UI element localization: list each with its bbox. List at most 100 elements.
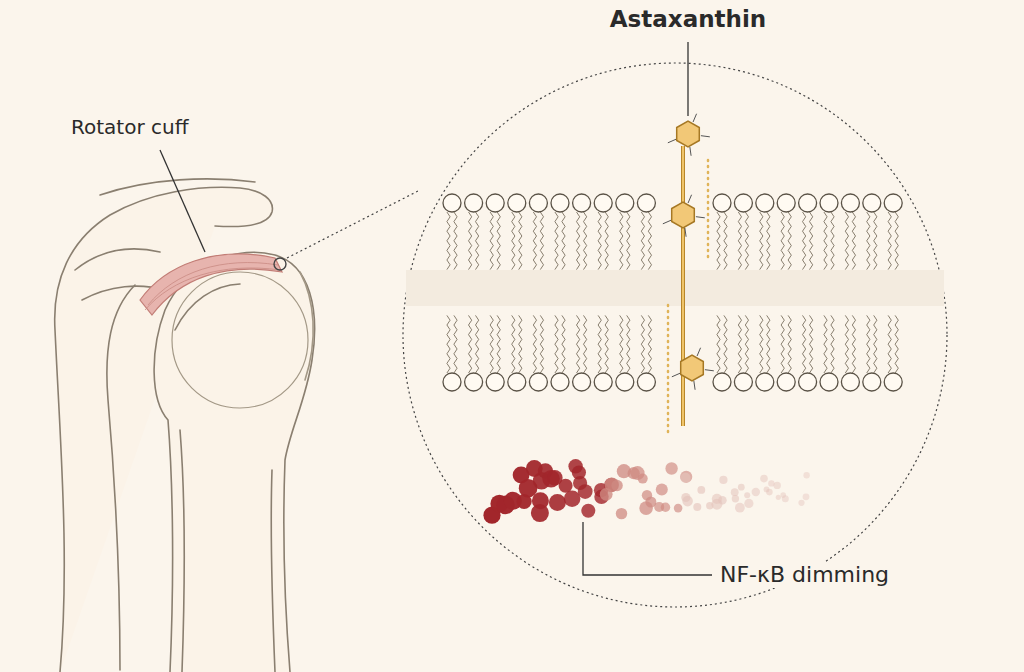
nfkb-dot <box>680 473 690 483</box>
lipid-tail <box>620 315 623 373</box>
nfkb-dot <box>782 495 789 502</box>
pathway-label: NF-κB dimming <box>717 562 892 588</box>
lipid-head <box>573 194 591 212</box>
lipid-head <box>443 194 461 212</box>
lipid-head <box>841 373 859 391</box>
lipid-tail <box>519 212 522 270</box>
lipid-tail <box>627 315 630 373</box>
lipid-tail <box>845 212 848 270</box>
lipid-tail <box>760 212 763 270</box>
lipid-tail <box>717 315 720 373</box>
lipid-tail <box>598 212 601 270</box>
ionone-ring <box>672 202 695 228</box>
nfkb-dot <box>752 488 760 496</box>
lipid-tail <box>577 212 580 270</box>
nfkb-dot <box>768 480 774 486</box>
lipid-head <box>863 373 881 391</box>
lipid-head <box>734 373 752 391</box>
lipid-tail <box>540 315 543 373</box>
lipid-tail <box>810 212 813 270</box>
nfkb-dot <box>776 495 781 500</box>
lipid-tail <box>824 212 827 270</box>
nfkb-dot <box>712 494 722 504</box>
lipid-head <box>884 194 902 212</box>
lipid-tail <box>867 212 870 270</box>
lipid-tail <box>724 315 727 373</box>
lipid-head <box>443 373 461 391</box>
lipid-tail <box>605 212 608 270</box>
lipid-tail <box>598 315 601 373</box>
nfkb-dot <box>564 490 581 507</box>
lipid-tail <box>555 315 558 373</box>
lipid-tail <box>577 315 580 373</box>
lipid-head <box>884 373 902 391</box>
methyl-stub <box>663 220 671 224</box>
astaxanthin-molecule <box>663 114 714 432</box>
membrane-core <box>406 270 944 306</box>
lipid-head <box>799 194 817 212</box>
lipid-tail <box>469 212 472 270</box>
nfkb-dot <box>798 500 804 506</box>
methyl-stub <box>690 147 691 156</box>
lipid-head <box>551 373 569 391</box>
lipid-tail <box>648 315 651 373</box>
lipid-bilayer <box>443 194 902 391</box>
methyl-stub <box>697 348 701 356</box>
lipid-tail <box>519 315 522 373</box>
lipid-tail <box>533 315 536 373</box>
lipid-tail <box>874 212 877 270</box>
lipid-tail <box>620 212 623 270</box>
lipid-tail <box>760 315 763 373</box>
methyl-stub <box>688 195 692 203</box>
lipid-tail <box>476 212 479 270</box>
nfkb-dot <box>735 503 745 513</box>
nfkb-dot <box>665 462 677 474</box>
ionone-ring <box>681 355 704 381</box>
nfkb-dot <box>738 484 745 491</box>
lipid-tail <box>454 212 457 270</box>
lipid-tail <box>824 315 827 373</box>
nfkb-dot <box>731 488 739 496</box>
lipid-tail <box>476 315 479 373</box>
nfkb-dot <box>744 492 750 498</box>
lipid-head <box>863 194 881 212</box>
lipid-head <box>637 194 655 212</box>
lipid-tail <box>454 315 457 373</box>
lipid-head <box>734 194 752 212</box>
lipid-tail <box>447 315 450 373</box>
polyene-chain <box>682 146 684 426</box>
nfkb-dot <box>531 504 549 522</box>
lipid-tail <box>767 212 770 270</box>
lipid-head <box>616 194 634 212</box>
nfkb-dot <box>578 484 593 499</box>
lipid-tail <box>888 315 891 373</box>
nfkb-dot <box>719 476 727 484</box>
zoom-circle <box>403 63 947 607</box>
nfkb-dot <box>803 472 809 478</box>
methyl-stub <box>672 373 680 377</box>
dotted-trace <box>707 160 710 262</box>
lipid-tail <box>788 212 791 270</box>
lipid-tail <box>562 212 565 270</box>
lipid-tail <box>831 212 834 270</box>
lipid-tail <box>469 315 472 373</box>
lipid-head <box>486 373 504 391</box>
lipid-tail <box>781 315 784 373</box>
lipid-head <box>465 194 483 212</box>
nfkb-dot <box>766 489 773 496</box>
lipid-tail <box>562 315 565 373</box>
nfkb-dot <box>680 471 692 483</box>
lipid-tail <box>745 315 748 373</box>
nfkb-dot <box>803 493 810 500</box>
lipid-tail <box>627 212 630 270</box>
nfkb-dots <box>483 459 809 524</box>
nfkb-dot <box>616 508 627 519</box>
nfkb-dot <box>760 475 768 483</box>
ionone-ring <box>677 121 700 147</box>
nfkb-dot <box>744 499 753 508</box>
lipid-head <box>713 194 731 212</box>
nfkb-dot <box>693 503 701 511</box>
lipid-head <box>486 194 504 212</box>
nfkb-dot <box>611 480 622 491</box>
lipid-tail <box>555 212 558 270</box>
